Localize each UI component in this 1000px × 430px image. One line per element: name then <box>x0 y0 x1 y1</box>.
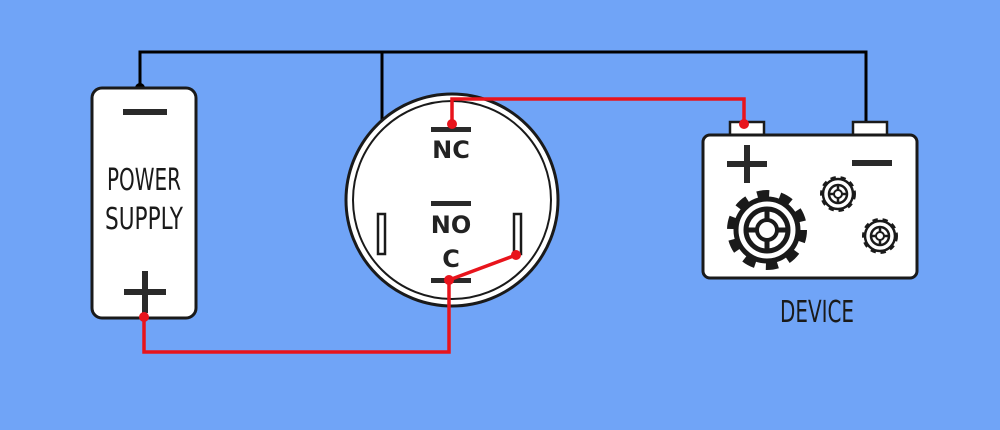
plus-icon <box>727 145 767 183</box>
power-supply-label-line1: POWER <box>107 163 181 198</box>
positive-wire-supply-to-c <box>142 280 451 354</box>
left-side-pin <box>376 212 387 256</box>
wire-junction-dot <box>444 275 454 285</box>
wire-junction-dot <box>447 119 457 129</box>
positive-wire-c-to-side-pin <box>448 253 517 282</box>
power-supply: POWER SUPPLY <box>90 86 198 320</box>
no-pin <box>431 201 471 206</box>
device-label: DEVICE <box>780 295 854 330</box>
terminal-label-c: C <box>442 245 460 273</box>
power-supply-label-line2: SUPPLY <box>105 202 183 237</box>
terminal-label-no: NO <box>431 211 472 239</box>
device-body <box>701 133 919 280</box>
minus-icon <box>852 160 892 166</box>
plus-icon <box>124 271 166 313</box>
positive-wires <box>139 97 749 354</box>
small-gear-icon <box>865 221 895 251</box>
positive-wire-nc-to-device <box>450 97 746 124</box>
device: DEVICE <box>701 120 919 330</box>
nc-pin <box>431 127 471 132</box>
wire-junction-dot <box>139 312 149 322</box>
large-gear-icon <box>736 199 798 261</box>
push-button-switch: NC NO C <box>344 92 560 308</box>
small-gear-icon <box>823 179 853 209</box>
negative-wire-main <box>138 50 868 127</box>
minus-icon <box>123 109 167 115</box>
right-side-pin <box>512 212 523 256</box>
terminal-label-nc: NC <box>432 136 470 164</box>
wire-junction-dot <box>739 119 749 129</box>
wire-junction-dot <box>511 250 521 260</box>
